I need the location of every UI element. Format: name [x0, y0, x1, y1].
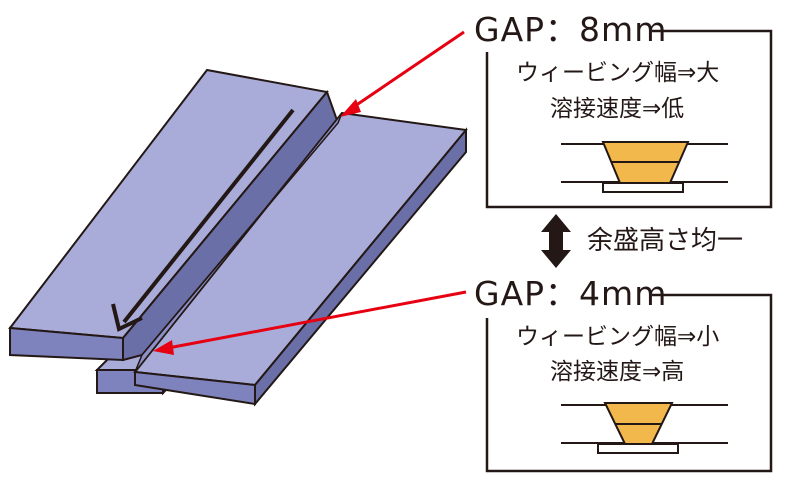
bead-cross-section-narrow [561, 402, 728, 454]
top-welding-speed-text: 溶接速度⇒低 [550, 96, 685, 122]
bead-cross-section-wide [561, 141, 728, 193]
pointer-arrow-8mm [340, 30, 465, 117]
uniform-reinforcement-height-label: 余盛高さ均一 [587, 226, 744, 256]
top-panel-frame [485, 29, 773, 209]
top-weaving-width-text: ウィービング幅⇒大 [516, 60, 720, 86]
gap-8mm-label: GAP：8mm [474, 10, 668, 49]
pointer-arrow-4mm [153, 290, 467, 355]
bottom-weaving-width-text: ウィービング幅⇒小 [516, 324, 720, 350]
gap-4mm-label: GAP：4mm [474, 274, 668, 313]
weld-direction-arrow-icon [111, 108, 295, 332]
bottom-panel-frame [485, 293, 773, 473]
bottom-welding-speed-text: 溶接速度⇒高 [550, 359, 685, 385]
right-plate [133, 111, 468, 407]
double-arrow-icon [541, 214, 571, 268]
